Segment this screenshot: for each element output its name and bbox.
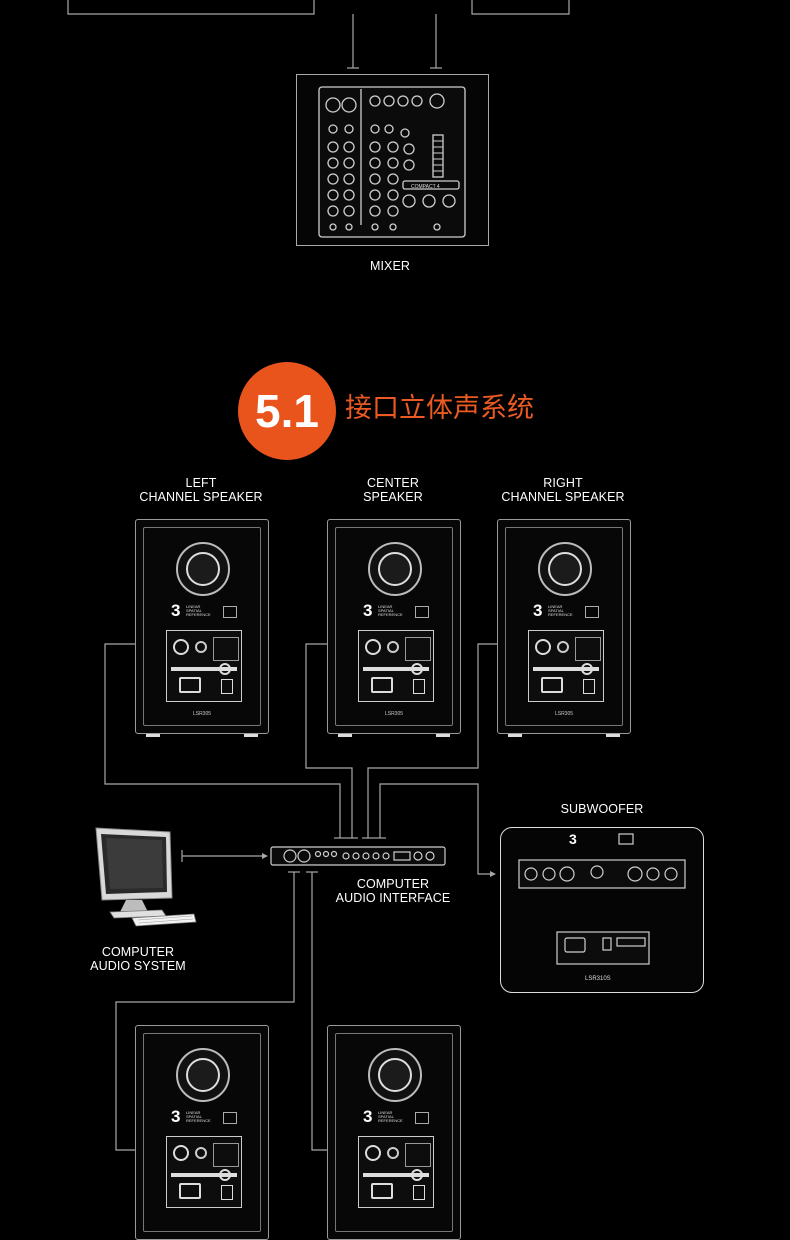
rear-panel (166, 630, 242, 702)
woofer-icon (538, 542, 592, 596)
subwoofer-device: 3 LSR310S (500, 827, 704, 993)
audio-interface-device (270, 846, 446, 866)
rear-panel (358, 1136, 434, 1208)
right-speaker-label: RIGHT CHANNEL SPEAKER (501, 476, 625, 504)
brand-logo: 3 (363, 601, 373, 620)
svg-text:3: 3 (569, 831, 577, 847)
mixer-label: MIXER (369, 259, 411, 273)
rear-panel (166, 1136, 242, 1208)
subwoofer-panel-graphic: 3 LSR310S (518, 831, 686, 982)
woofer-icon (176, 1048, 230, 1102)
brand-logo: 3 (171, 601, 181, 620)
mixer-panel-text: COMPACT 4 (411, 184, 440, 190)
section-badge: 5.1 (238, 362, 336, 460)
speaker-model: LSR305 (554, 711, 574, 717)
brand-logo: 3 (171, 1107, 181, 1126)
woofer-icon (368, 542, 422, 596)
section-title: 接口立体声系统 (345, 393, 534, 424)
woofer-icon (176, 542, 230, 596)
subwoofer-model: LSR310S (585, 976, 611, 982)
brand-logo: 3 (533, 601, 543, 620)
woofer-icon (368, 1048, 422, 1102)
rear-panel (358, 630, 434, 702)
subwoofer-label: SUBWOOFER (560, 802, 644, 816)
mixer-device: COMPACT 4 (296, 74, 489, 246)
audio-interface-label: COMPUTER AUDIO INTERFACE (335, 877, 451, 905)
left-speaker-label: LEFT CHANNEL SPEAKER (139, 476, 263, 504)
center-speaker-label: CENTER SPEAKER (363, 476, 423, 504)
computer-monitor-icon (92, 826, 198, 930)
mixer-controls-graphic: COMPACT 4 (318, 86, 466, 238)
computer-label: COMPUTER AUDIO SYSTEM (90, 945, 186, 973)
brand-logo: 3 (363, 1107, 373, 1126)
rear-panel (528, 630, 604, 702)
speaker-model: LSR305 (384, 711, 404, 717)
speaker-model: LSR305 (192, 711, 212, 717)
